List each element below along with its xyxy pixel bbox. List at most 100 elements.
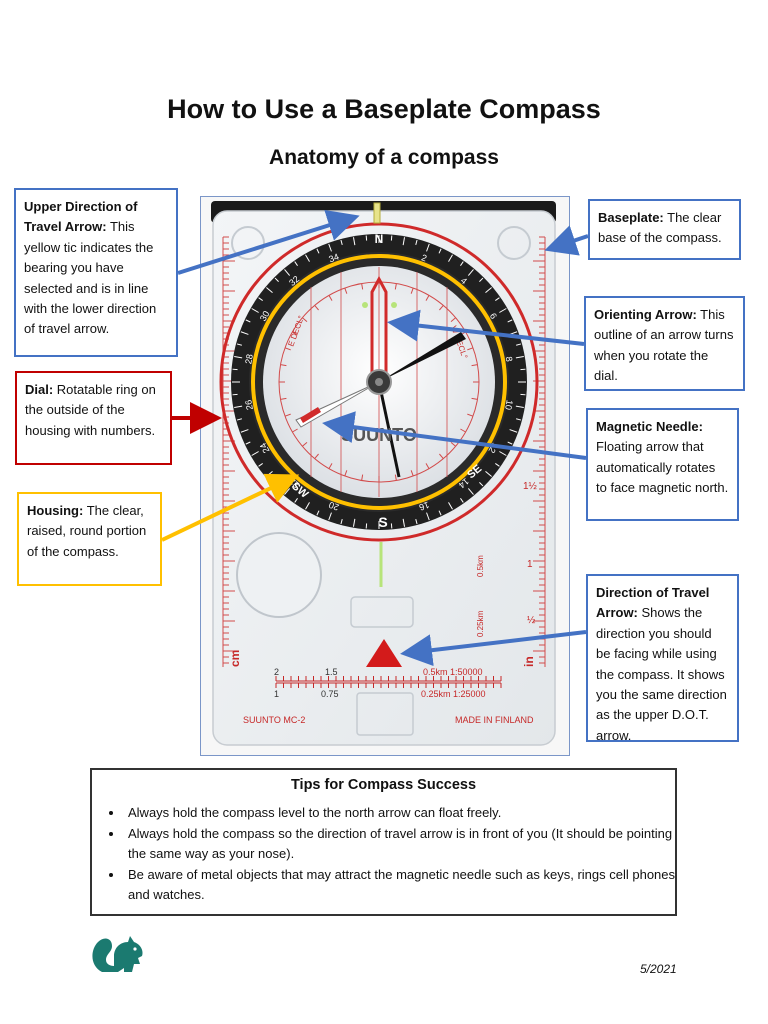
magnifier-lens [236, 532, 322, 618]
tick-mark [410, 470, 414, 477]
squirrel-logo-icon [92, 936, 143, 972]
tick-mark [258, 463, 263, 467]
callout-magnetic-needle-term: Magnetic Needle: [596, 419, 703, 434]
brand-label: SUUNTO [341, 425, 417, 445]
tick-mark [485, 287, 492, 294]
callout-dial-term: Dial: [25, 382, 54, 397]
tick-mark [314, 305, 319, 311]
tick-mark [236, 343, 242, 346]
tick-mark [284, 347, 291, 351]
tick-mark [280, 397, 287, 400]
tick-mark [467, 347, 474, 351]
tick-mark [439, 305, 444, 311]
tick-mark [316, 510, 320, 516]
scale-left-a: 2 [274, 667, 279, 677]
callout-dial: Dial: Rotatable ring on the outside of t… [15, 371, 172, 465]
tick-mark [495, 463, 500, 467]
direction-of-travel-arrow [366, 639, 402, 667]
tip-item: Always hold the compass so the direction… [124, 824, 675, 865]
bezel-degree-number: 8 [504, 356, 515, 363]
tick-mark [266, 287, 273, 294]
tick-mark [292, 428, 298, 433]
bezel-degree-number: 6 [488, 311, 499, 320]
tick-mark [479, 277, 484, 282]
tick-mark [258, 297, 263, 301]
tick-mark [448, 502, 453, 510]
tick-mark [340, 519, 343, 525]
tick-mark [305, 502, 310, 510]
tick-mark [352, 518, 356, 527]
tick-mark [415, 239, 418, 245]
page-title: How to Use a Baseplate Compass [167, 94, 601, 124]
callout-orienting-arrow: Orienting Arrow: This outline of an arro… [584, 296, 745, 391]
callout-orienting-arrow-term: Orienting Arrow: [594, 307, 697, 322]
callout-direction-of-travel: Direction of Travel Arrow: Shows the dir… [586, 574, 739, 742]
tick-mark [328, 295, 333, 301]
unit-cm: cm [228, 650, 242, 667]
dial-red-ring [219, 222, 539, 542]
tick-mark [485, 470, 492, 477]
tick-mark [245, 319, 251, 323]
tick-mark [402, 518, 406, 527]
tick-mark [236, 418, 242, 421]
side-km-a: 0.5km [476, 555, 485, 577]
callout-baseplate-text: The clear base of the compass. [598, 210, 722, 246]
page-subtitle: Anatomy of a compass [269, 146, 499, 169]
tick-mark [438, 510, 442, 516]
callout-housing-text: The clear, raised, round portion of the … [27, 503, 147, 559]
tick-mark [302, 442, 308, 447]
luminous-dot-left [362, 302, 368, 308]
tick-mark [234, 405, 243, 409]
callout-magnetic-needle-text: Floating arrow that automatically rotate… [596, 439, 729, 496]
callout-baseplate: Baseplate: The clear base of the compass… [588, 199, 741, 260]
scale-left-b: 1 [274, 689, 279, 699]
callout-magnetic-needle: Magnetic Needle: Floating arrow that aut… [586, 408, 739, 521]
tick-mark [495, 297, 500, 301]
date-label: 5/2021 [640, 962, 677, 976]
housing-yellow-ring [251, 254, 507, 510]
tick-mark [328, 512, 332, 521]
tick-mark [280, 364, 287, 367]
tip-item: Always hold the compass level to the nor… [124, 803, 675, 824]
callout-dot-text: Shows the direction you should be facing… [596, 605, 727, 742]
tick-mark [292, 331, 298, 336]
tick-mark [515, 355, 524, 359]
tick-mark [425, 463, 430, 469]
tick-mark [361, 283, 364, 290]
tick-mark [314, 453, 319, 459]
side-half: ½ [527, 615, 536, 626]
sight-notch [350, 596, 414, 628]
tick-mark [328, 463, 333, 469]
tick-mark [402, 237, 406, 246]
callout-upper-dot: Upper Direction of Travel Arrow: This ye… [14, 188, 178, 357]
tips-box: Tips for Compass Success Always hold the… [90, 768, 677, 916]
tick-mark [415, 519, 418, 525]
tick-mark [467, 269, 474, 276]
tick-mark [438, 248, 442, 254]
tick-mark [410, 287, 414, 294]
dial-s: S [378, 514, 387, 530]
bezel-degree-number: 2 [420, 252, 428, 263]
scale-25000-label: 0.25km 1:25000 [421, 689, 486, 699]
tick-mark [284, 413, 291, 417]
callout-housing: Housing: The clear, raised, round portio… [17, 492, 162, 586]
callout-orienting-arrow-text: This outline of an arrow turns when you … [594, 307, 734, 384]
side-1half: 1½ [523, 481, 538, 492]
dial-n: N [375, 232, 384, 246]
bezel-degree-number: 26 [243, 399, 255, 411]
tick-mark [344, 470, 348, 477]
upper-dot-tic [373, 202, 381, 224]
callout-upper-dot-text: This yellow tic indicates the bearing yo… [24, 219, 157, 337]
lanyard-holder [356, 692, 414, 736]
tick-mark [302, 317, 308, 322]
tip-item: Be aware of metal objects that may attra… [124, 865, 675, 906]
tick-mark [471, 364, 478, 367]
tick-mark [251, 308, 259, 313]
model-label: SUUNTO MC-2 [243, 715, 305, 725]
bezel-degree-number: 10 [503, 399, 515, 411]
scale-mid-a: 1.5 [325, 667, 338, 677]
tick-mark [448, 254, 453, 262]
tick-mark [460, 498, 464, 503]
